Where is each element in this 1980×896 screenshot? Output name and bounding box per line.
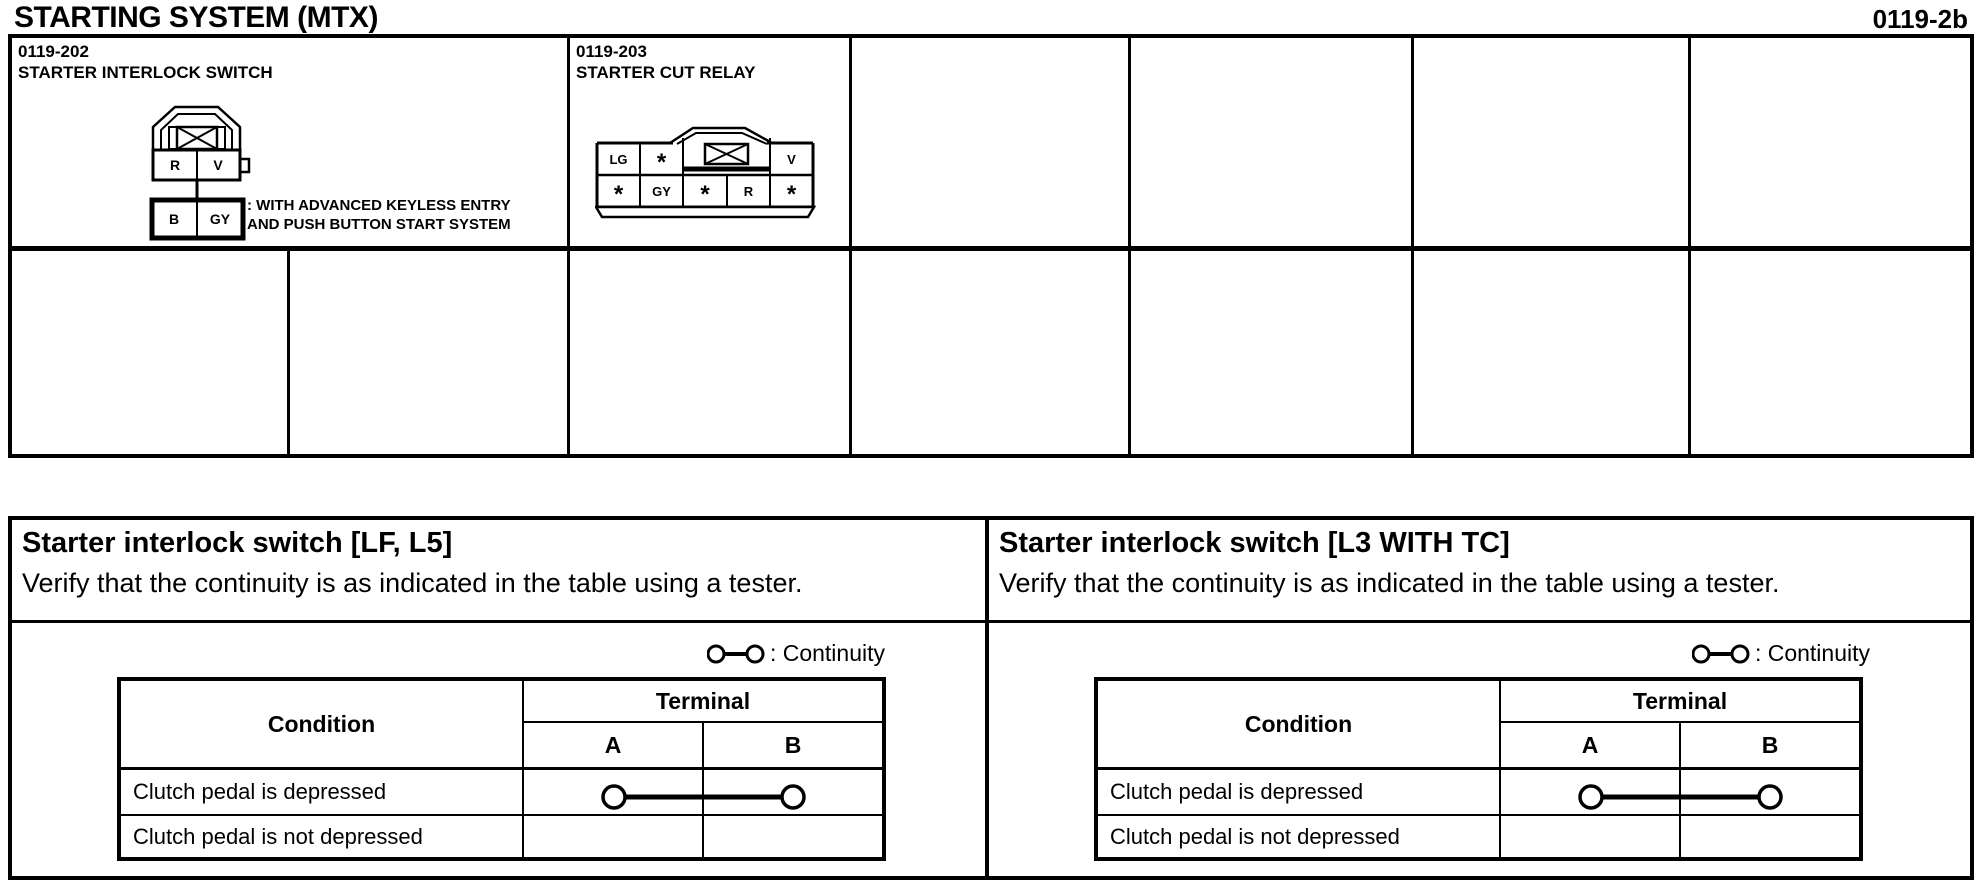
condition-cell: Clutch pedal is depressed xyxy=(1098,770,1501,816)
empty-grid-cell xyxy=(1131,38,1414,246)
panel-title: Starter interlock switch [LF, L5] xyxy=(22,527,453,559)
connector-grid-table: 0119-202 STARTER INTERLOCK SWITCH xyxy=(8,34,1974,458)
continuity-symbol-icon xyxy=(1691,644,1750,663)
panel-title: Starter interlock switch [L3 WITH TC] xyxy=(999,527,1510,559)
pin-label: * xyxy=(700,181,710,208)
empty-grid-cell xyxy=(1131,251,1414,454)
continuity-legend-label: : Continuity xyxy=(769,640,885,666)
column-header-condition: Condition xyxy=(1098,681,1501,770)
page-number: 0119-2b xyxy=(1872,4,1968,34)
pin-label: V xyxy=(213,157,223,173)
connector-grid-row-1: 0119-202 STARTER INTERLOCK SWITCH xyxy=(12,38,1970,251)
empty-grid-cell xyxy=(852,251,1131,454)
keyless-entry-note: : WITH ADVANCED KEYLESS ENTRY AND PUSH B… xyxy=(247,197,511,233)
empty-grid-cell xyxy=(1414,251,1691,454)
pin-label: GY xyxy=(210,211,231,227)
empty-grid-cell xyxy=(570,251,852,454)
condition-cell: Clutch pedal is not depressed xyxy=(1098,816,1501,857)
column-header-condition: Condition xyxy=(121,681,524,770)
pin-label: R xyxy=(170,157,180,173)
terminal-b-cell xyxy=(1681,816,1859,857)
starter-cut-relay-connector-diagram: LG * V * GY * R * xyxy=(595,126,817,219)
page-title: STARTING SYSTEM (MTX) xyxy=(14,1,378,34)
connector-cell-starter-interlock-switch: 0119-202 STARTER INTERLOCK SWITCH xyxy=(12,38,570,246)
terminal-a-cell xyxy=(1501,770,1681,816)
connector-cell-starter-cut-relay: 0119-203 STARTER CUT RELAY xyxy=(570,38,852,246)
panel-starter-interlock-l3-with-tc: Starter interlock switch [L3 WITH TC] Ve… xyxy=(989,520,1970,876)
continuity-legend: : Continuity xyxy=(706,640,885,667)
pin-label: B xyxy=(169,211,179,227)
continuity-connection-a-b xyxy=(1578,784,1783,810)
continuity-connection-a-b xyxy=(601,784,806,810)
terminal-b-cell xyxy=(704,770,882,816)
continuity-legend: : Continuity xyxy=(1691,640,1870,667)
connector-id: 0119-203 xyxy=(576,42,647,61)
connector-grid-row-2 xyxy=(12,251,1970,454)
pin-label: V xyxy=(787,152,796,167)
terminal-a-cell xyxy=(524,770,704,816)
column-header-terminal-b: B xyxy=(704,723,882,770)
column-header-terminal: Terminal xyxy=(1501,681,1859,723)
empty-grid-cell xyxy=(1691,38,1970,246)
panel-instruction: Verify that the continuity is as indicat… xyxy=(22,568,803,598)
column-header-terminal-b: B xyxy=(1681,723,1859,770)
panel-starter-interlock-lf-l5: Starter interlock switch [LF, L5] Verify… xyxy=(12,520,989,876)
column-header-terminal-a: A xyxy=(524,723,704,770)
connector-name: STARTER CUT RELAY xyxy=(576,63,756,82)
starter-interlock-switch-connector-diagram: R V B GY xyxy=(149,105,251,241)
terminal-a-cell xyxy=(524,816,704,857)
column-header-terminal-a: A xyxy=(1501,723,1681,770)
pin-label: R xyxy=(744,184,754,199)
pin-label: * xyxy=(657,149,667,176)
terminal-a-cell xyxy=(1501,816,1681,857)
continuity-table: Condition Terminal A B Clutch pedal is d… xyxy=(117,677,886,861)
pin-label: * xyxy=(614,181,624,208)
terminal-b-cell xyxy=(1681,770,1859,816)
continuity-table: Condition Terminal A B Clutch pedal is d… xyxy=(1094,677,1863,861)
pin-label: GY xyxy=(652,184,671,199)
empty-grid-cell xyxy=(1691,251,1970,454)
condition-cell: Clutch pedal is depressed xyxy=(121,770,524,816)
panel-instruction: Verify that the continuity is as indicat… xyxy=(999,568,1780,598)
continuity-panels: Starter interlock switch [LF, L5] Verify… xyxy=(8,516,1974,880)
connector-name: STARTER INTERLOCK SWITCH xyxy=(18,63,273,82)
pin-label: * xyxy=(787,181,797,208)
pin-label: LG xyxy=(609,152,627,167)
connector-id: 0119-202 xyxy=(18,42,89,61)
terminal-b-cell xyxy=(704,816,882,857)
empty-grid-cell xyxy=(1414,38,1691,246)
continuity-symbol-icon xyxy=(706,644,765,663)
column-header-terminal: Terminal xyxy=(524,681,882,723)
empty-grid-cell xyxy=(12,251,290,454)
condition-cell: Clutch pedal is not depressed xyxy=(121,816,524,857)
empty-grid-cell xyxy=(852,38,1131,246)
continuity-legend-label: : Continuity xyxy=(1754,640,1870,666)
empty-grid-cell xyxy=(290,251,570,454)
